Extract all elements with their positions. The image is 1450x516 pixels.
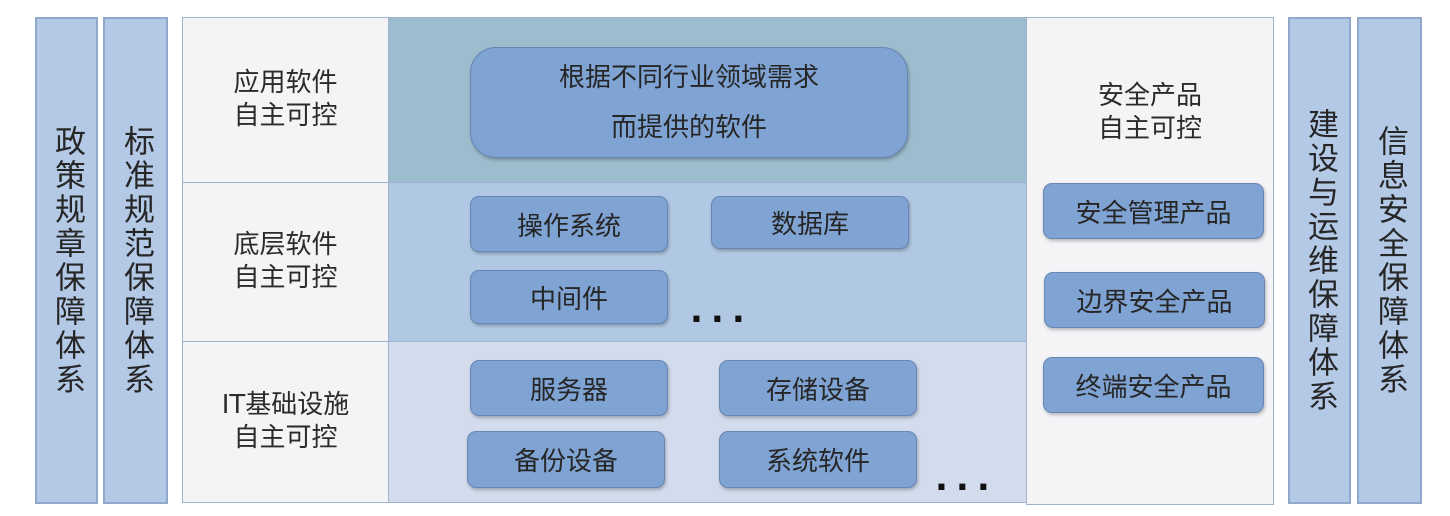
box-operating-system: 操作系统: [470, 196, 668, 252]
security-title-line1: 安全产品: [1097, 81, 1202, 111]
security-title: 安全产品 自主可控: [1027, 80, 1273, 146]
box-system-software: 系统软件: [719, 431, 917, 488]
infrastructure-ellipsis: ...: [935, 459, 998, 499]
box-database: 数据库: [711, 196, 909, 249]
box-security-management: 安全管理产品: [1043, 183, 1264, 239]
box-system-software-text: 系统软件: [765, 447, 870, 477]
box-endpoint-security-text: 终端安全产品: [1075, 372, 1232, 403]
box-database-text: 数据库: [770, 210, 849, 240]
box-server: 服务器: [470, 360, 668, 416]
box-operating-system-text: 操作系统: [516, 211, 621, 242]
pillar-policy-text: 政策规章保障体系: [49, 124, 85, 397]
pillar-ops: 建设与运维保障体系: [1288, 17, 1351, 504]
security-panel: 安全产品 自主可控: [1026, 17, 1274, 505]
box-storage: 存储设备: [719, 360, 917, 416]
application-software-box: 根据不同行业领域需求 而提供的软件: [470, 47, 908, 158]
layer-label-infra-line1: IT基础设施: [221, 390, 350, 420]
security-title-line2: 自主可控: [1097, 114, 1202, 144]
base-software-ellipsis: ...: [690, 291, 753, 331]
box-middleware-text: 中间件: [529, 284, 608, 315]
box-storage-text: 存储设备: [765, 375, 870, 406]
box-backup: 备份设备: [467, 431, 665, 488]
pillar-infosec-text: 信息安全保障体系: [1372, 124, 1408, 397]
pillar-standard: 标准规范保障体系: [103, 17, 168, 504]
box-middleware: 中间件: [470, 270, 668, 324]
layer-label-base-software: 底层软件 自主可控: [182, 182, 389, 342]
layer-label-application: 应用软件 自主可控: [182, 17, 389, 183]
application-software-line2: 而提供的软件: [610, 112, 767, 143]
layer-label-application-line1: 应用软件: [233, 68, 338, 98]
box-boundary-security-text: 边界安全产品: [1076, 287, 1233, 318]
application-software-line1: 根据不同行业领域需求: [558, 62, 819, 93]
box-security-management-text: 安全管理产品: [1075, 198, 1232, 229]
box-endpoint-security: 终端安全产品: [1043, 357, 1264, 413]
layer-label-infra-line2: 自主可控: [233, 423, 338, 453]
pillar-policy: 政策规章保障体系: [35, 17, 98, 504]
layer-label-base-line1: 底层软件: [233, 230, 338, 260]
layer-label-base-line2: 自主可控: [233, 263, 338, 293]
box-boundary-security: 边界安全产品: [1044, 272, 1265, 328]
pillar-standard-text: 标准规范保障体系: [118, 124, 154, 397]
pillar-infosec: 信息安全保障体系: [1357, 17, 1422, 504]
layer-label-application-line2: 自主可控: [233, 101, 338, 131]
box-server-text: 服务器: [529, 375, 608, 406]
box-backup-text: 备份设备: [513, 447, 618, 477]
layer-label-infrastructure: IT基础设施 自主可控: [182, 341, 389, 503]
pillar-ops-text: 建设与运维保障体系: [1302, 107, 1338, 414]
